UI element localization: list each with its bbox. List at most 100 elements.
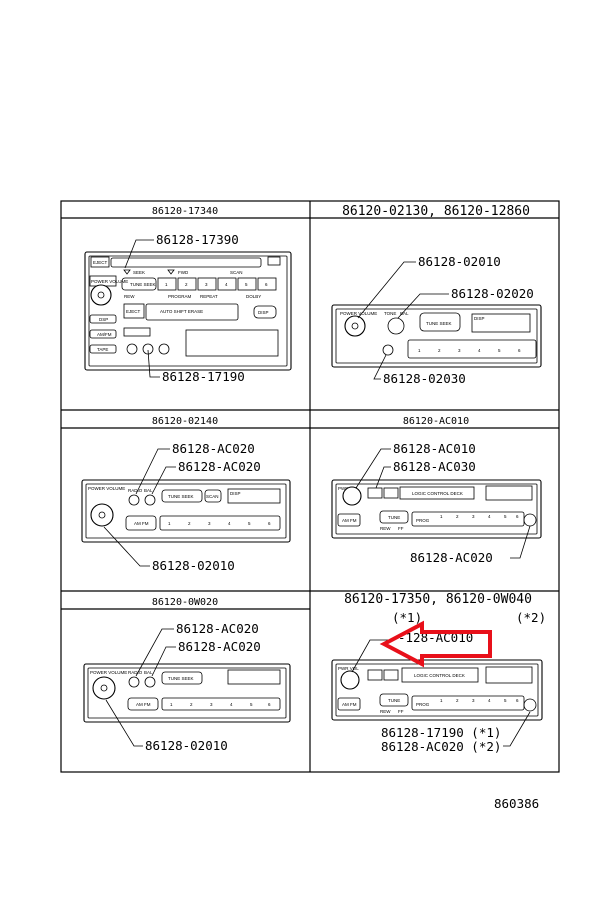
header-p5: 86120-0W020 bbox=[152, 597, 218, 608]
p6-preset-6: 6 bbox=[516, 698, 519, 703]
p2-preset-6: 6 bbox=[518, 348, 521, 353]
note-star2: (*2) bbox=[516, 610, 546, 625]
disp-label-p3: DISP bbox=[230, 491, 241, 496]
ff-label-p6: FF bbox=[398, 709, 404, 714]
p2-preset-1: 1 bbox=[418, 348, 421, 353]
volume-knob-p5 bbox=[92, 676, 116, 700]
p6-preset-4: 4 bbox=[488, 698, 491, 703]
callout-p6-bottom-2: 86128-AC020 (*2) bbox=[381, 739, 501, 754]
radio-unit-p1: EJECT POWER VOLUME DSP AM/FM TAPE SEEK F… bbox=[84, 251, 292, 371]
p4-preset-3: 3 bbox=[472, 514, 475, 519]
p2-preset-3: 3 bbox=[458, 348, 461, 353]
bal-label-p3: BAL bbox=[144, 488, 153, 493]
display-window-p4 bbox=[485, 485, 533, 501]
callout-p5-top-2: 86128-AC020 bbox=[178, 639, 261, 654]
radio-unit-p4: PWR VOL LOGIC CONTROL DECK AM FM TUNE RE… bbox=[331, 479, 542, 539]
amfm-label-p6: AM FM bbox=[342, 702, 357, 707]
display-window-p5 bbox=[227, 669, 281, 685]
header-p1: 86120-17340 bbox=[152, 206, 218, 217]
preset-5: 5 bbox=[245, 282, 248, 287]
callout-p2-top-2: 86128-02020 bbox=[451, 286, 534, 301]
p3-preset-1: 1 bbox=[168, 521, 171, 526]
callout-p2-top-1: 86128-02010 bbox=[418, 254, 501, 269]
tune-label: TUNE SEEK bbox=[130, 282, 156, 287]
radio-label-p5: RADIO bbox=[128, 670, 143, 675]
p4-preset-5: 5 bbox=[504, 514, 507, 519]
rew-label-p4: REW bbox=[380, 526, 391, 531]
eject-label: EJECT bbox=[93, 260, 108, 265]
p2-preset-5: 5 bbox=[498, 348, 501, 353]
radio-unit-p2: POWER VOLUME TONE BAL TUNE SEEK DISP 1 2… bbox=[331, 304, 542, 368]
preset-row-p5: 1 2 3 4 5 6 bbox=[170, 702, 271, 707]
note-star1: (*1) bbox=[392, 610, 422, 625]
preset-6: 6 bbox=[265, 282, 268, 287]
p4-preset-2: 2 bbox=[456, 514, 459, 519]
fwd-label: FWD bbox=[178, 270, 189, 275]
preset-1: 1 bbox=[165, 282, 168, 287]
p5-preset-1: 1 bbox=[170, 702, 173, 707]
p3-preset-2: 2 bbox=[188, 521, 191, 526]
eject-tape-label: EJECT bbox=[126, 309, 141, 314]
amfm-label-p5: AM FM bbox=[136, 702, 151, 707]
p3-preset-4: 4 bbox=[228, 521, 231, 526]
radio-label-p3: RADIO bbox=[128, 488, 143, 493]
display-window-p6 bbox=[485, 666, 533, 684]
callout-p1-bottom: 86128-17190 bbox=[162, 369, 245, 384]
document-number: 860386 bbox=[494, 796, 539, 811]
preset-row-p2: 1 2 3 4 5 6 bbox=[418, 348, 521, 353]
tune-seek-label-p5: TUNE SEEK bbox=[168, 676, 194, 681]
dsp-button: DSP bbox=[99, 317, 108, 322]
p5-preset-6: 6 bbox=[268, 702, 271, 707]
highlight-arrow bbox=[379, 620, 492, 668]
header-p2: 86120-02130, 86120-12860 bbox=[342, 204, 530, 219]
callout-p3-top-2: 86128-AC020 bbox=[178, 459, 261, 474]
display-window-p3 bbox=[227, 488, 281, 504]
p5-preset-4: 4 bbox=[230, 702, 233, 707]
preset-row-p3: 1 2 3 4 5 6 bbox=[168, 521, 271, 526]
p2-preset-4: 4 bbox=[478, 348, 481, 353]
seek-label: SEEK bbox=[133, 270, 145, 275]
power-volume-label: POWER VOLUME bbox=[91, 279, 128, 284]
tune-seek-label-p2: TUNE SEEK bbox=[426, 321, 452, 326]
radio-unit-p5: POWER VOLUME RADIO BAL TUNE SEEK AM FM 1… bbox=[83, 663, 291, 723]
volume-knob-p4 bbox=[342, 486, 362, 506]
scan-label-p3: SCAN bbox=[206, 494, 219, 499]
callout-p1-top: 86128-17390 bbox=[156, 232, 239, 247]
tune-seek-label-p3: TUNE SEEK bbox=[168, 494, 194, 499]
callout-p5-top-1: 86128-AC020 bbox=[176, 621, 259, 636]
callout-p4-top-2: 86128-AC030 bbox=[393, 459, 476, 474]
p6-preset-2: 2 bbox=[456, 698, 459, 703]
display-window bbox=[185, 329, 279, 357]
p6-preset-5: 5 bbox=[504, 698, 507, 703]
radio-unit-p3: POWER VOLUME RADIO BAL TUNE SEEK SCAN DI… bbox=[81, 479, 291, 543]
callout-p3-bottom: 86128-02010 bbox=[152, 558, 235, 573]
radio-unit-p6: PWR VOL LOGIC CONTROL DECK AM FM TUNE RE… bbox=[331, 659, 543, 721]
tune-label-p6: TUNE bbox=[388, 698, 400, 703]
dolby-label: DOLBY bbox=[246, 294, 261, 299]
power-volume-label-p3: POWER VOLUME bbox=[88, 486, 125, 491]
p3-preset-5: 5 bbox=[248, 521, 251, 526]
preset-4: 4 bbox=[225, 282, 228, 287]
p6-preset-1: 1 bbox=[440, 698, 443, 703]
display-window-p2 bbox=[471, 313, 531, 333]
p5-preset-2: 2 bbox=[190, 702, 193, 707]
p3-preset-3: 3 bbox=[208, 521, 211, 526]
callout-p2-bottom: 86128-02030 bbox=[383, 371, 466, 386]
p4-preset-6: 6 bbox=[516, 514, 519, 519]
header-p3: 86120-02140 bbox=[152, 416, 218, 427]
logic-control-label-p4: LOGIC CONTROL DECK bbox=[412, 491, 463, 496]
amfm-label-p3: AM FM bbox=[134, 521, 149, 526]
callout-p6-bottom-1: 86128-17190 (*1) bbox=[381, 725, 501, 740]
tone-label: TONE bbox=[384, 311, 396, 316]
auto-shift-label: AUTO SHIFT ERASE bbox=[160, 309, 203, 314]
preset-row-p6: 1 2 3 4 5 6 bbox=[440, 698, 519, 703]
header-p4: 86120-AC010 bbox=[403, 416, 469, 427]
power-volume-label-p2: POWER VOLUME bbox=[340, 311, 377, 316]
p4-preset-1: 1 bbox=[440, 514, 443, 519]
disp-label: DISP bbox=[258, 310, 269, 315]
volume-knob-p6 bbox=[340, 670, 360, 690]
disp-label-p2: DISP bbox=[474, 316, 485, 321]
p5-preset-5: 5 bbox=[250, 702, 253, 707]
ff-label-p4: FF bbox=[398, 526, 404, 531]
